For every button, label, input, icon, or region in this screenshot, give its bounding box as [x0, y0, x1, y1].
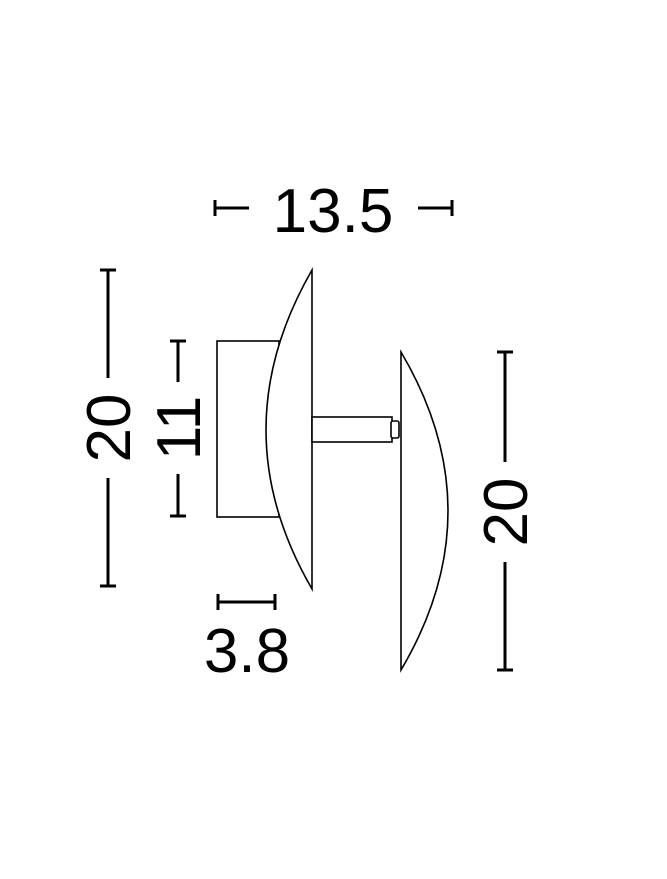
- base-depth-label: 3.8: [204, 617, 290, 686]
- rod-cap: [390, 420, 400, 439]
- dimension-width: 13.5: [213, 177, 454, 246]
- arm-rod: [311, 416, 393, 443]
- dimension-base-height: 11: [145, 339, 214, 518]
- dimension-height-right: 20: [472, 350, 541, 672]
- lamp-outline: [216, 267, 449, 673]
- front-disc: [400, 349, 449, 673]
- base-height-label: 11: [145, 396, 214, 460]
- dimension-height-left: 20: [75, 268, 144, 588]
- width-label: 13.5: [273, 177, 394, 246]
- height-left-label: 20: [75, 394, 144, 463]
- height-right-label: 20: [472, 478, 541, 547]
- back-disc: [265, 267, 313, 592]
- dimension-base-depth: 3.8: [204, 594, 290, 686]
